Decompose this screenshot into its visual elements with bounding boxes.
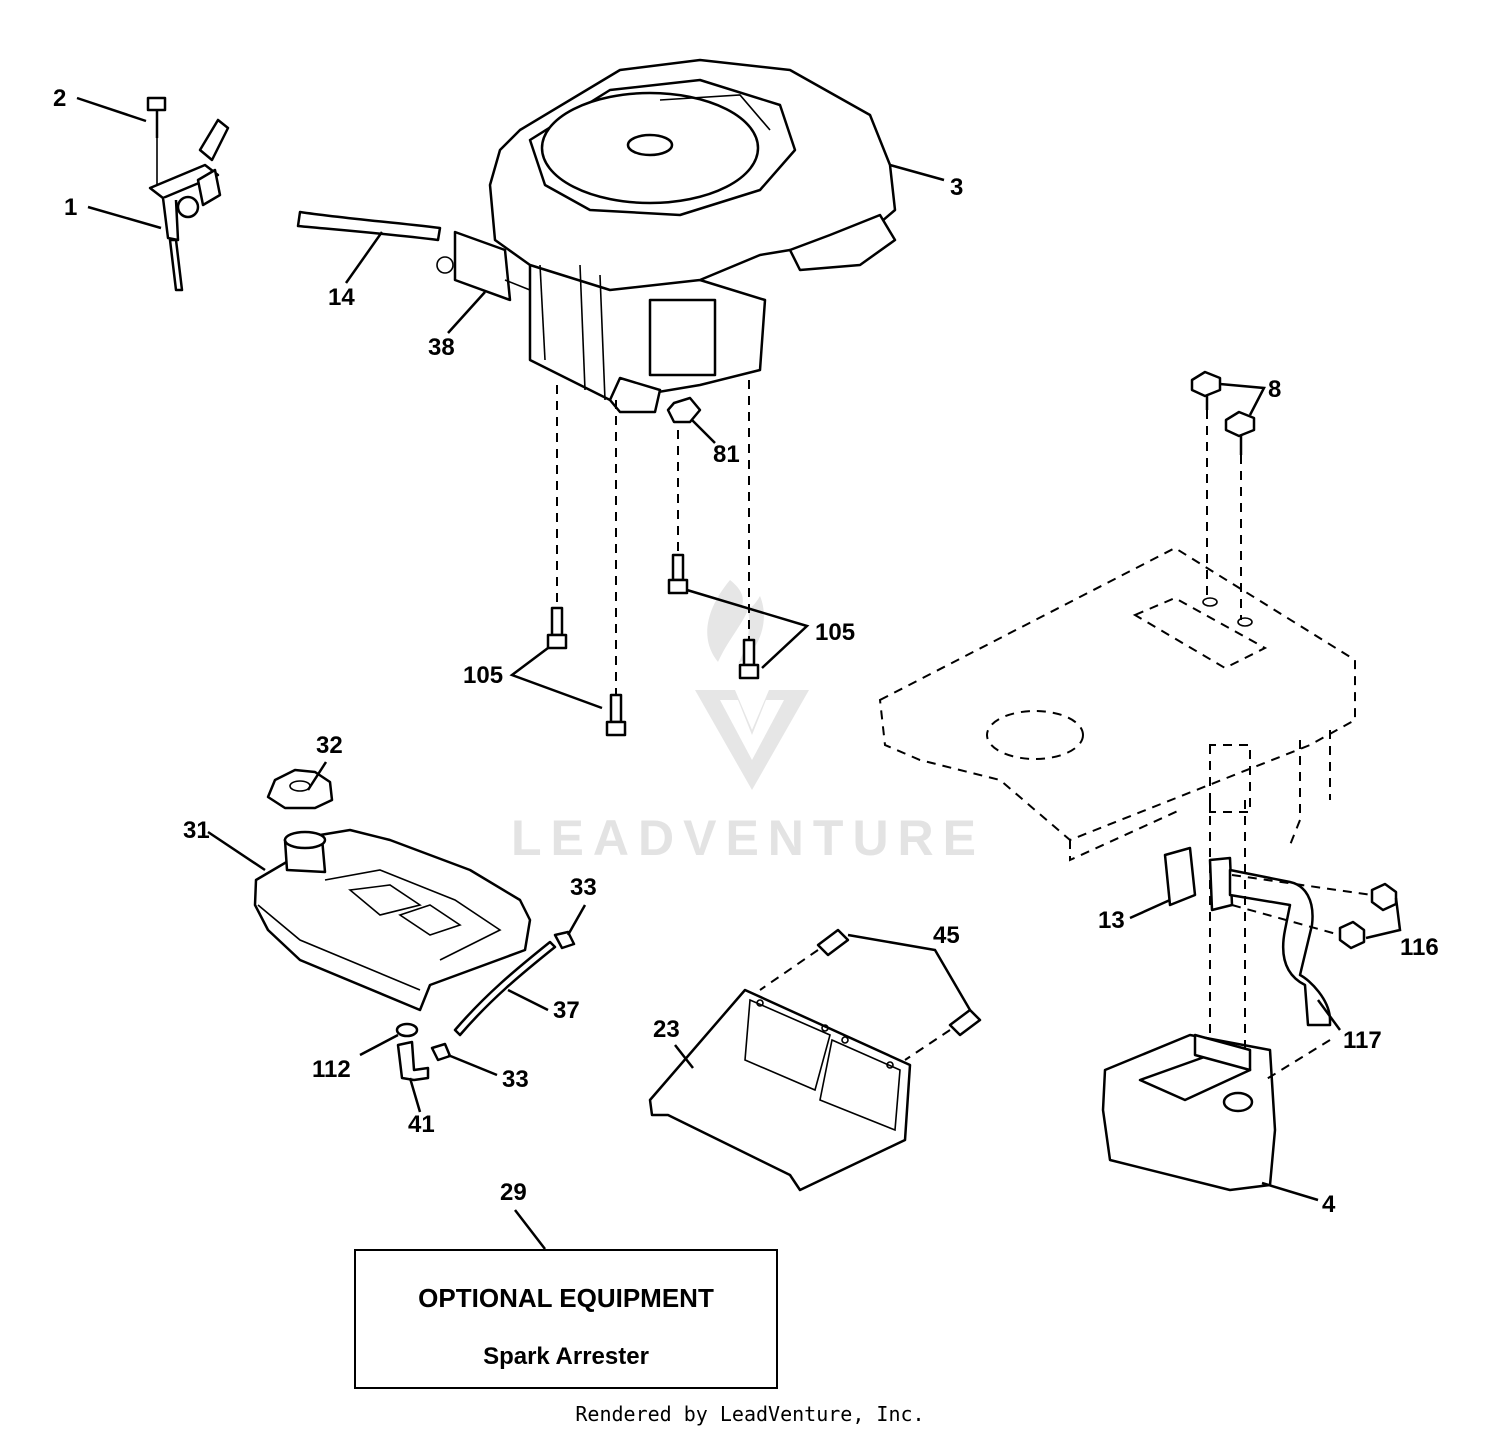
engine-mount-bolts — [546, 380, 760, 737]
leader-14 — [344, 231, 384, 284]
callout-32: 32 — [316, 732, 343, 759]
callout-45: 45 — [933, 922, 960, 949]
callout-81: 81 — [713, 441, 740, 468]
callout-3: 3 — [950, 174, 963, 201]
optional-equipment-title: OPTIONAL EQUIPMENT — [418, 1283, 714, 1313]
leader-112 — [359, 1033, 399, 1057]
callout-41: 41 — [408, 1111, 435, 1138]
fuel-filter — [436, 230, 531, 302]
frame-reference — [878, 546, 1356, 862]
optional-equipment-subtitle: Spark Arrester — [483, 1343, 649, 1370]
callout-105-right: 105 — [815, 619, 855, 646]
engine — [488, 58, 897, 414]
leader-37 — [507, 988, 549, 1012]
bushing-112 — [395, 1022, 419, 1038]
fuel-tank — [253, 828, 532, 1012]
fuel-line-37 — [453, 940, 557, 1037]
callout-13: 13 — [1098, 907, 1125, 934]
leader-2 — [76, 96, 147, 123]
leader-1 — [87, 205, 162, 230]
shutoff-valve — [396, 1040, 430, 1082]
leader-38 — [447, 291, 486, 334]
leader-116 — [1365, 897, 1402, 940]
leader-8 — [1219, 382, 1266, 416]
leader-81 — [691, 419, 716, 444]
callout-14: 14 — [328, 284, 355, 311]
leader-33-bottom — [447, 1053, 498, 1077]
callout-29: 29 — [500, 1179, 527, 1206]
footer-credit: Rendered by LeadVenture, Inc. — [575, 1402, 925, 1426]
callout-31: 31 — [183, 817, 210, 844]
callout-33-bottom: 33 — [502, 1066, 529, 1093]
leader-23 — [674, 1044, 694, 1069]
callout-33-top: 33 — [570, 874, 597, 901]
watermark-text: LEADVENTURE — [511, 810, 985, 866]
leader-33-top — [566, 904, 587, 936]
callout-112: 112 — [312, 1056, 351, 1083]
leader-3 — [889, 163, 945, 182]
callout-116: 116 — [1400, 934, 1439, 961]
muffler — [1101, 800, 1331, 1192]
throttle-control — [146, 96, 230, 292]
leader-117 — [1316, 999, 1342, 1031]
leader-45 — [847, 933, 972, 1011]
callout-38: 38 — [428, 334, 455, 361]
bolts-8 — [1190, 370, 1256, 620]
leader-31 — [207, 830, 266, 872]
callout-105-left: 105 — [463, 662, 503, 689]
hose-clamp-top — [553, 930, 576, 950]
leader-13 — [1129, 898, 1171, 920]
callout-2: 2 — [53, 85, 66, 112]
leader-41 — [408, 1077, 422, 1113]
callout-117: 117 — [1343, 1027, 1382, 1054]
callout-4: 4 — [1322, 1191, 1336, 1218]
leader-29 — [514, 1209, 546, 1250]
leader-105-left — [509, 647, 603, 710]
nut-81 — [666, 396, 702, 424]
fuel-cap — [266, 768, 334, 810]
leader-32 — [306, 761, 328, 791]
exhaust-gasket — [1163, 846, 1234, 912]
callout-23: 23 — [653, 1016, 680, 1043]
leader-105-right — [686, 588, 810, 669]
optional-equipment-box: OPTIONAL EQUIPMENT Spark Arrester — [354, 1249, 778, 1389]
callout-37: 37 — [553, 997, 580, 1024]
fuel-line-hose — [296, 210, 442, 242]
exhaust-pipe — [1228, 868, 1332, 1027]
watermark-logo — [695, 580, 809, 790]
shield-screws — [759, 928, 982, 1061]
callout-8: 8 — [1268, 376, 1281, 403]
heat-shield — [648, 988, 912, 1192]
leader-4 — [1261, 1181, 1319, 1202]
callout-1: 1 — [64, 194, 77, 221]
hose-clamp-bottom — [430, 1042, 452, 1062]
